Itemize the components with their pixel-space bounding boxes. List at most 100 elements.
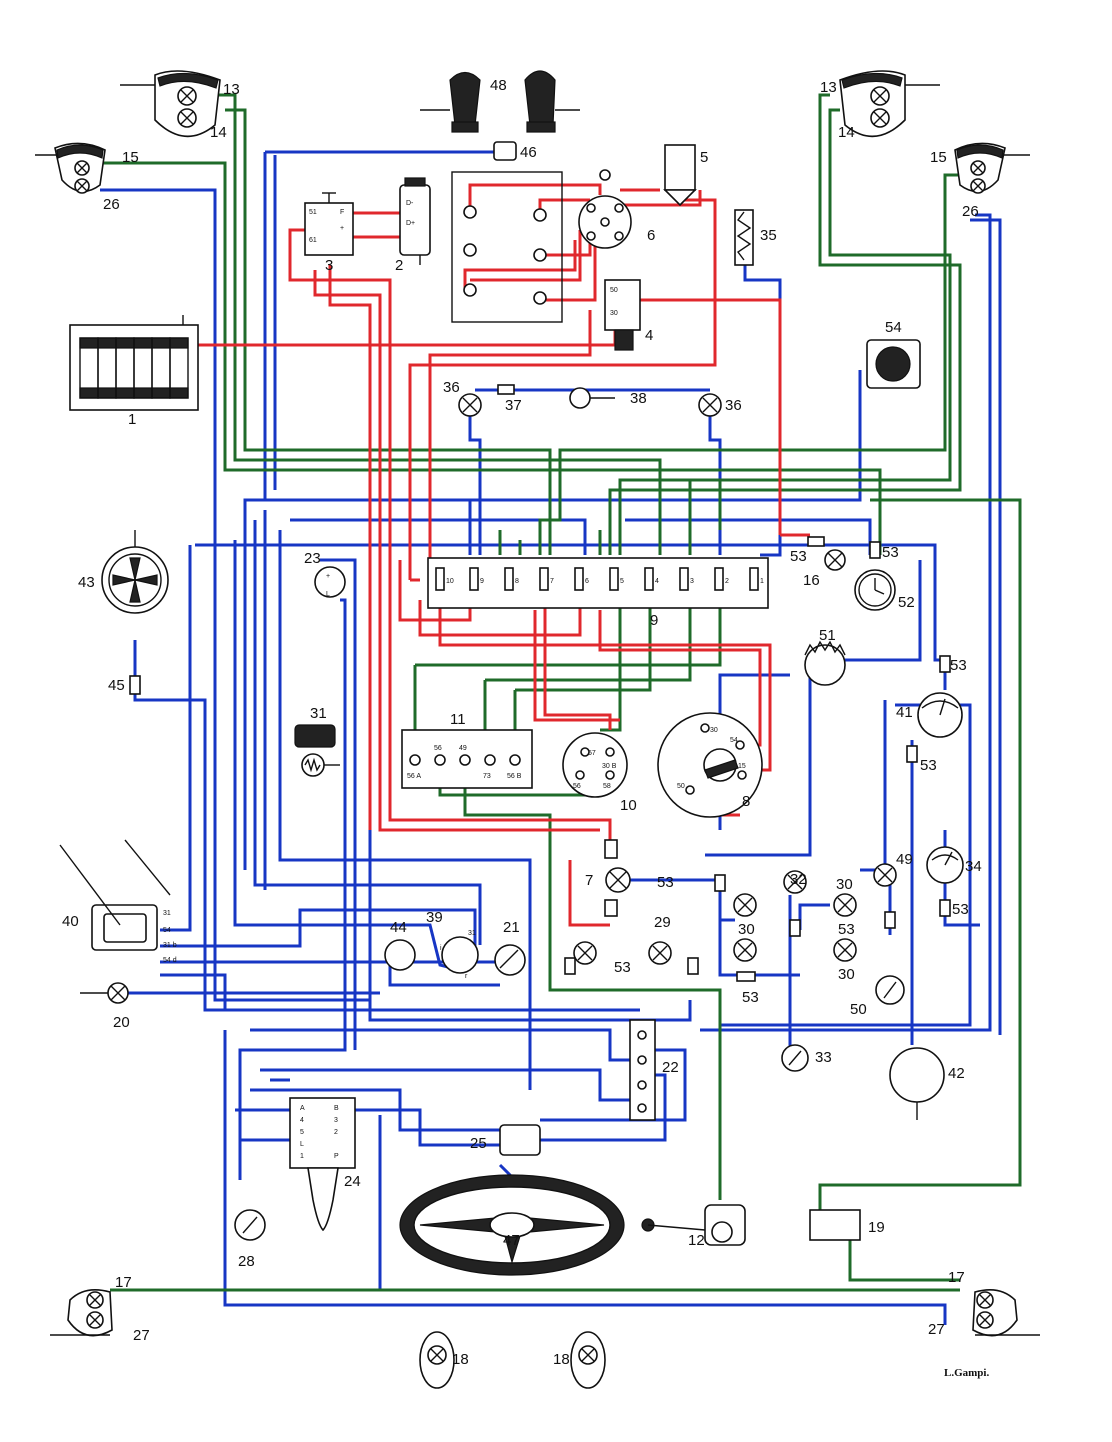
svg-text:44: 44 bbox=[390, 919, 407, 936]
thermostat-31 bbox=[294, 724, 340, 777]
svg-text:31: 31 bbox=[468, 930, 476, 937]
resistor-35 bbox=[734, 209, 754, 266]
svg-text:L: L bbox=[300, 1141, 304, 1148]
lamp-20 bbox=[80, 982, 129, 1004]
ignition-switch-8: 30 54 15 50 bbox=[657, 712, 763, 818]
svg-text:1: 1 bbox=[760, 578, 764, 585]
svg-text:30: 30 bbox=[710, 727, 718, 734]
svg-text:D-: D- bbox=[406, 200, 414, 207]
svg-text:L: L bbox=[326, 591, 330, 598]
svg-text:3: 3 bbox=[334, 1117, 338, 1124]
svg-text:2: 2 bbox=[725, 578, 729, 585]
interior-lamp-right bbox=[698, 393, 722, 417]
headlamp-left bbox=[120, 70, 221, 138]
spark-plugs bbox=[463, 205, 547, 305]
svg-text:35: 35 bbox=[760, 227, 777, 244]
side-lamp-right bbox=[954, 142, 1030, 194]
lamp-29-right bbox=[648, 941, 672, 965]
horn-relay bbox=[493, 141, 517, 161]
junction-22 bbox=[629, 1019, 656, 1121]
buzzer bbox=[866, 339, 921, 389]
svg-text:P: P bbox=[334, 1153, 339, 1160]
svg-text:7: 7 bbox=[585, 872, 593, 889]
svg-text:54 d: 54 d bbox=[163, 957, 177, 964]
svg-text:53: 53 bbox=[882, 544, 899, 561]
svg-text:D+: D+ bbox=[406, 220, 415, 227]
svg-text:F: F bbox=[340, 209, 344, 216]
signature: L.Gampi. bbox=[944, 1367, 989, 1379]
svg-text:1: 1 bbox=[128, 411, 136, 428]
flasher-51 bbox=[804, 640, 846, 686]
steering-wheel-47 bbox=[399, 1174, 625, 1276]
svg-text:31 b: 31 b bbox=[163, 942, 177, 949]
switch-28 bbox=[234, 1209, 266, 1241]
rear-lamp-right bbox=[972, 1289, 1040, 1337]
svg-text:5: 5 bbox=[300, 1129, 304, 1136]
lamp-30-b bbox=[733, 938, 757, 962]
plate-lamp-left bbox=[419, 1331, 455, 1389]
svg-text:57: 57 bbox=[588, 750, 596, 757]
svg-text:39: 39 bbox=[426, 909, 443, 926]
svg-text:9: 9 bbox=[650, 612, 658, 629]
svg-text:5: 5 bbox=[620, 578, 624, 585]
svg-text:21: 21 bbox=[503, 919, 520, 936]
lamp-49 bbox=[873, 863, 897, 887]
plate-lamp-right bbox=[570, 1331, 606, 1389]
svg-text:53: 53 bbox=[838, 921, 855, 938]
component-number-labels: 1 2 3 4 5 6 7 8 9 10 11 12 13 13 14 14 1… bbox=[62, 77, 982, 1368]
svg-text:26: 26 bbox=[103, 196, 120, 213]
svg-text:i: i bbox=[440, 945, 442, 952]
red-wires bbox=[190, 183, 810, 927]
svg-text:18: 18 bbox=[553, 1351, 570, 1368]
lamp-30-d bbox=[833, 938, 857, 962]
battery bbox=[69, 315, 199, 411]
svg-text:8: 8 bbox=[742, 793, 750, 810]
light-switch-10: 57 30 B 56 58 bbox=[562, 732, 628, 798]
svg-text:9: 9 bbox=[480, 578, 484, 585]
inline-fuse-37 bbox=[497, 384, 515, 395]
svg-text:53: 53 bbox=[742, 989, 759, 1006]
switch-21 bbox=[494, 944, 526, 976]
clock bbox=[854, 569, 896, 611]
svg-text:53: 53 bbox=[790, 548, 807, 565]
combination-switch-24: A 4 5 L 1 B 3 2 P bbox=[289, 1097, 356, 1232]
svg-text:52: 52 bbox=[898, 594, 915, 611]
lamp-7 bbox=[604, 839, 631, 917]
svg-text:23: 23 bbox=[304, 550, 321, 567]
switch-44 bbox=[384, 939, 416, 971]
lamp-30-a bbox=[733, 893, 757, 917]
resistors-53 bbox=[564, 536, 951, 982]
gauge-42 bbox=[889, 1047, 945, 1120]
svg-text:8: 8 bbox=[515, 578, 519, 585]
svg-text:+: + bbox=[326, 573, 330, 580]
svg-text:32: 32 bbox=[790, 871, 807, 888]
connector-19 bbox=[809, 1209, 861, 1241]
svg-text:48: 48 bbox=[490, 77, 507, 94]
svg-text:15: 15 bbox=[930, 149, 947, 166]
svg-text:29: 29 bbox=[654, 914, 671, 931]
svg-text:49: 49 bbox=[459, 745, 467, 752]
svg-text:42: 42 bbox=[948, 1065, 965, 1082]
wiper-motor-40: 31 54 31 b 54 d bbox=[59, 839, 177, 964]
svg-text:58: 58 bbox=[603, 783, 611, 790]
svg-text:4: 4 bbox=[645, 327, 653, 344]
steering-column-25 bbox=[499, 1124, 541, 1156]
dip-switch-12 bbox=[641, 1204, 746, 1246]
distributor bbox=[578, 169, 632, 249]
svg-text:25: 25 bbox=[470, 1135, 487, 1152]
svg-text:24: 24 bbox=[344, 1173, 361, 1190]
svg-text:16: 16 bbox=[803, 572, 820, 589]
svg-text:3: 3 bbox=[690, 578, 694, 585]
svg-text:6: 6 bbox=[585, 578, 589, 585]
svg-text:A: A bbox=[300, 1105, 305, 1112]
engine-block-outline bbox=[451, 171, 563, 323]
svg-text:19: 19 bbox=[868, 1219, 885, 1236]
starter-motor: 50 30 bbox=[604, 279, 641, 351]
svg-text:30: 30 bbox=[836, 876, 853, 893]
svg-text:50: 50 bbox=[677, 783, 685, 790]
svg-text:45: 45 bbox=[108, 677, 125, 694]
svg-text:30: 30 bbox=[610, 310, 618, 317]
svg-text:51: 51 bbox=[309, 209, 317, 216]
svg-text:36: 36 bbox=[443, 379, 460, 396]
svg-text:53: 53 bbox=[920, 757, 937, 774]
